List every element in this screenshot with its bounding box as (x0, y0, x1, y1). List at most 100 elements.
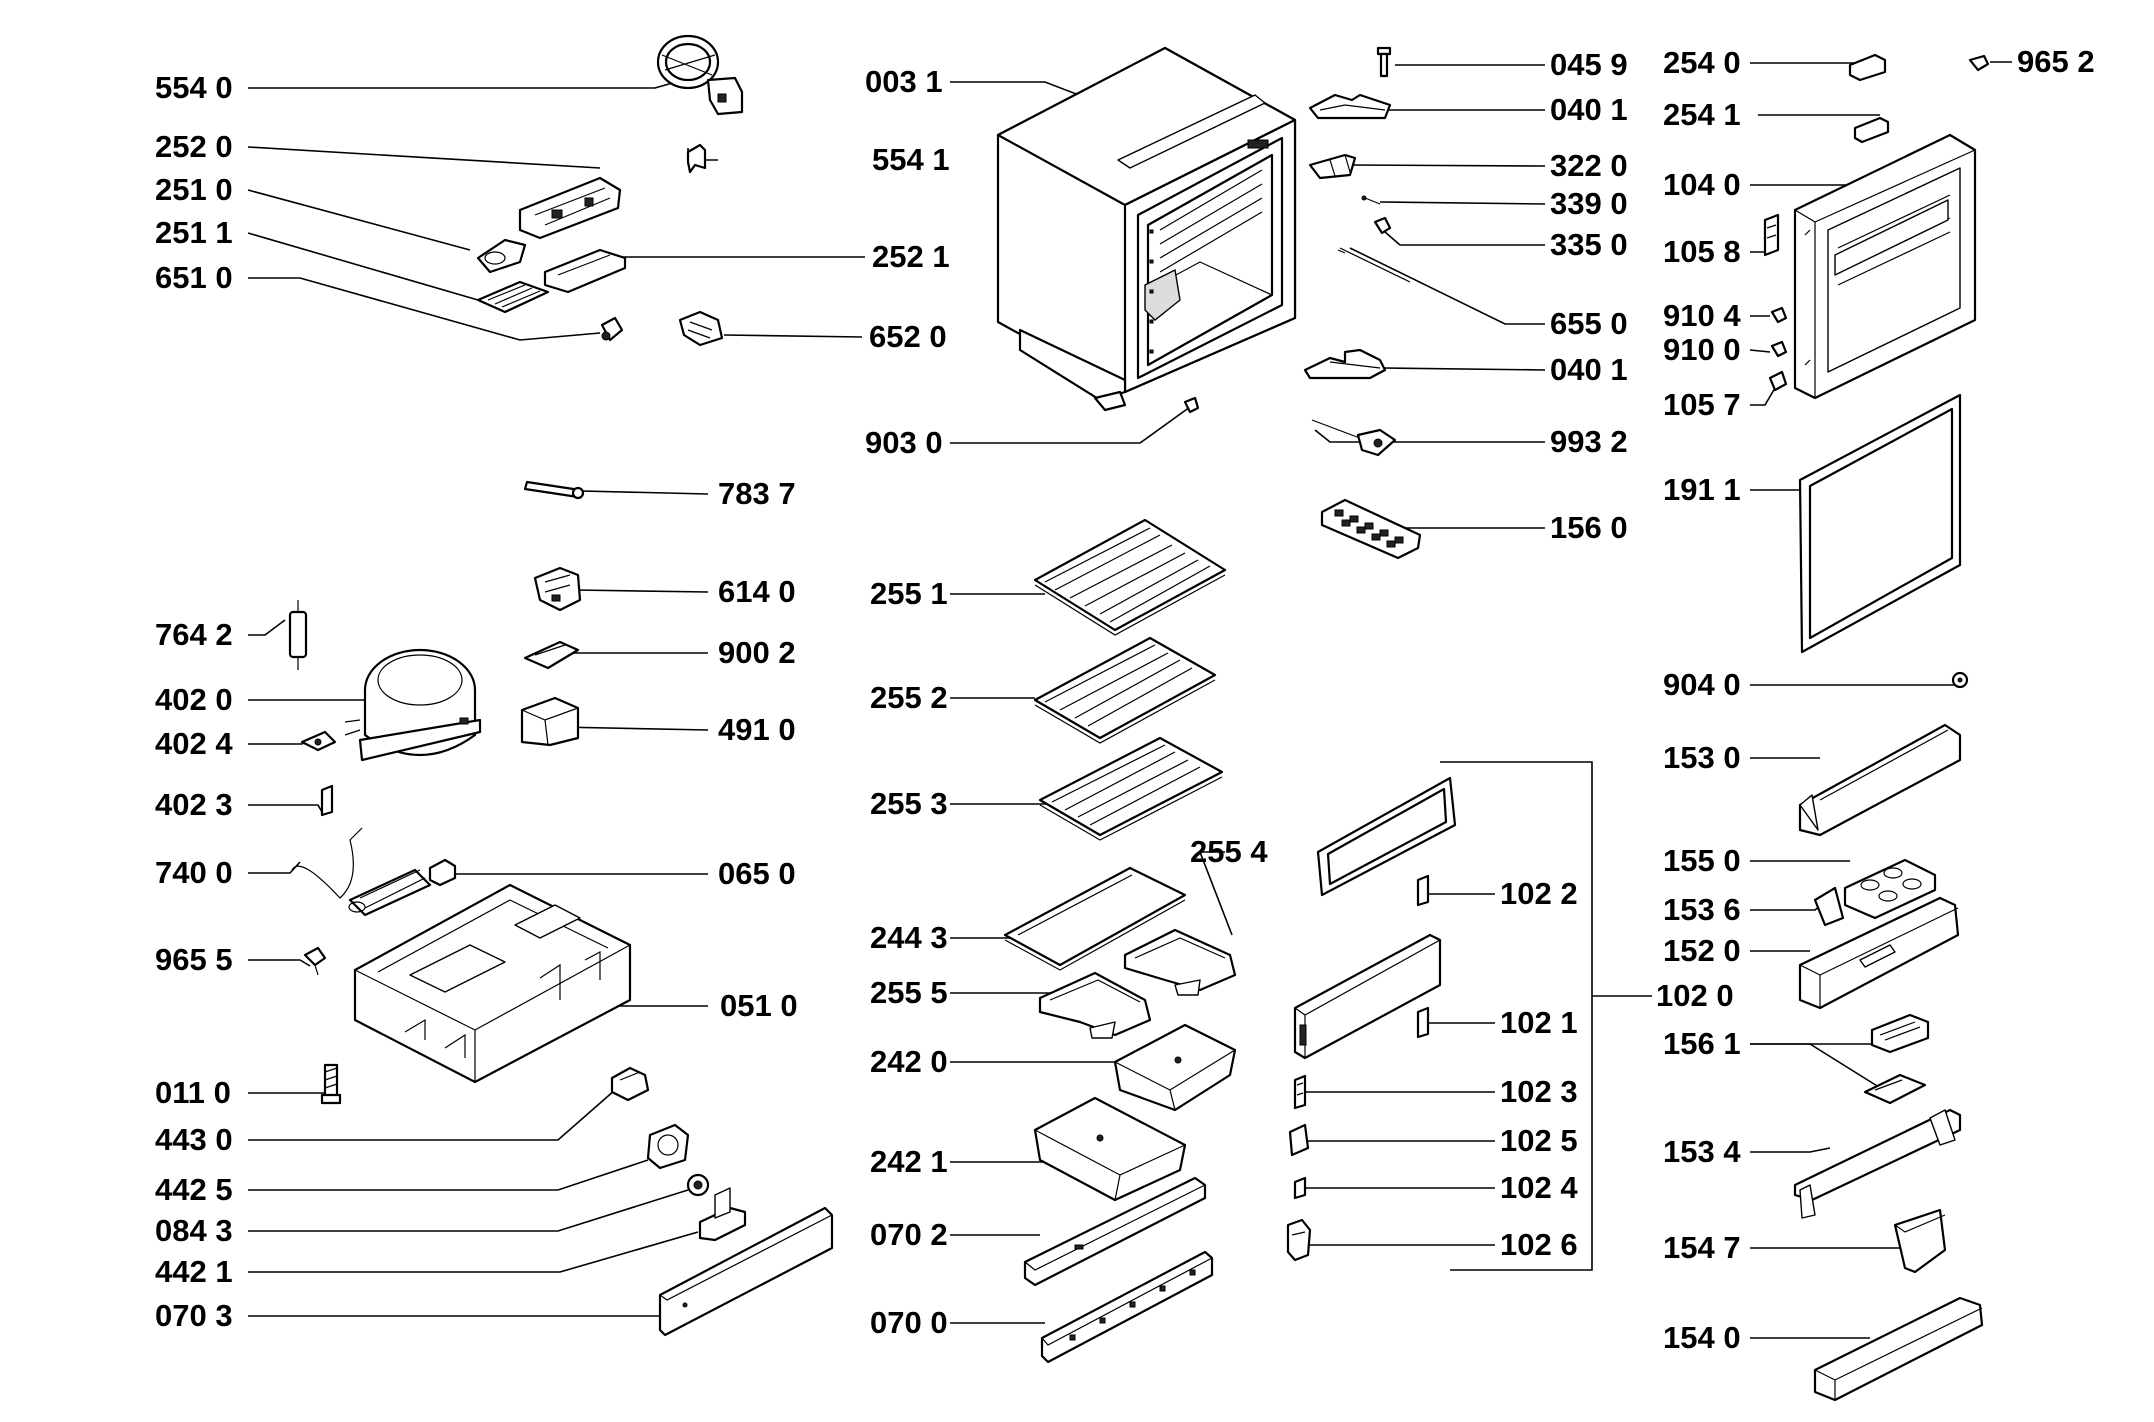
part-740-0 (291, 827, 432, 917)
part-base-051-0 (353, 883, 632, 1084)
part-cabinet (996, 46, 1297, 412)
label-102-1: 102 1 (1500, 1005, 1578, 1040)
part-252-0 (518, 176, 622, 240)
part-965-5 (303, 946, 327, 976)
part-910-4 (1770, 306, 1788, 324)
label-255-2: 255 2 (870, 680, 948, 715)
part-255-4 (1123, 928, 1237, 996)
part-443-0 (610, 1066, 650, 1102)
label-040-1-top: 040 1 (1550, 92, 1628, 127)
part-402-4 (300, 730, 337, 752)
part-102-2 (1416, 874, 1430, 907)
label-764-2: 764 2 (155, 617, 233, 652)
part-084-3 (686, 1173, 710, 1197)
label-252-1: 252 1 (872, 239, 950, 274)
part-040-1-top (1308, 93, 1392, 120)
part-045-9 (1376, 46, 1392, 78)
part-gasket-191-1 (1798, 393, 1962, 654)
label-153-6: 153 6 (1663, 892, 1741, 927)
leader-lines (247, 61, 2012, 1339)
label-254-1: 254 1 (1663, 97, 1741, 132)
part-070-2 (1023, 1176, 1207, 1287)
label-554-0: 554 0 (155, 70, 233, 105)
part-251-0 (476, 238, 527, 274)
part-322-0 (1308, 153, 1357, 180)
label-153-0: 153 0 (1663, 740, 1741, 775)
part-339-0 (1361, 195, 1381, 205)
part-040-1-bottom (1303, 348, 1387, 380)
part-door-104-0 (1793, 133, 1977, 400)
part-442-5 (646, 1123, 690, 1170)
part-105-8 (1763, 213, 1780, 257)
label-156-0: 156 0 (1550, 510, 1628, 545)
label-335-0: 335 0 (1550, 227, 1628, 262)
label-102-0: 102 0 (1656, 978, 1734, 1013)
label-105-8: 105 8 (1663, 234, 1741, 269)
part-102-6 (1286, 1218, 1312, 1262)
label-903-0: 903 0 (865, 425, 943, 460)
label-242-1: 242 1 (870, 1144, 948, 1179)
part-102-3 (1293, 1074, 1307, 1110)
part-065-0 (428, 858, 457, 887)
label-443-0: 443 0 (155, 1122, 233, 1157)
part-783-7 (523, 480, 585, 500)
label-614-0: 614 0 (718, 574, 796, 609)
part-993-2 (1311, 419, 1397, 457)
label-993-2: 993 2 (1550, 424, 1628, 459)
label-254-0: 254 0 (1663, 45, 1741, 80)
label-255-1: 255 1 (870, 576, 948, 611)
label-251-1: 251 1 (155, 215, 233, 250)
label-154-7: 154 7 (1663, 1230, 1741, 1265)
label-244-3: 244 3 (870, 920, 948, 955)
label-102-5: 102 5 (1500, 1123, 1578, 1158)
label-965-5: 965 5 (155, 942, 233, 977)
part-102-5 (1288, 1123, 1310, 1157)
label-102-3: 102 3 (1500, 1074, 1578, 1109)
part-156-0 (1320, 498, 1422, 560)
part-965-2 (1968, 54, 1990, 72)
part-252-1 (543, 248, 627, 294)
label-191-1: 191 1 (1663, 472, 1741, 507)
label-904-0: 904 0 (1663, 667, 1741, 702)
label-910-0: 910 0 (1663, 332, 1741, 367)
part-904-0 (1951, 671, 1969, 689)
label-011-0: 011 0 (155, 1075, 231, 1110)
part-154-7 (1893, 1208, 1947, 1274)
label-155-0: 155 0 (1663, 843, 1741, 878)
label-339-0: 339 0 (1550, 186, 1628, 221)
label-065-0: 065 0 (718, 856, 796, 891)
label-491-0: 491 0 (718, 712, 796, 747)
label-651-0: 651 0 (155, 260, 233, 295)
label-322-0: 322 0 (1550, 148, 1628, 183)
label-156-1: 156 1 (1663, 1026, 1741, 1061)
part-254-1 (1853, 116, 1890, 144)
part-244-3 (1003, 866, 1187, 971)
label-402-0: 402 0 (155, 682, 233, 717)
label-070-2: 070 2 (870, 1217, 948, 1252)
part-442-1 (698, 1187, 747, 1242)
label-045-9: 045 9 (1550, 47, 1628, 82)
part-070-0 (1040, 1250, 1214, 1364)
part-614-0 (533, 566, 582, 612)
label-152-0: 152 0 (1663, 933, 1741, 968)
label-252-0: 252 0 (155, 129, 233, 164)
part-764-2 (288, 600, 308, 670)
part-shelf-255-2 (1033, 636, 1217, 744)
label-655-0: 655 0 (1550, 306, 1628, 341)
part-651-0 (600, 316, 624, 342)
label-040-1-bottom: 040 1 (1550, 352, 1628, 387)
label-255-3: 255 3 (870, 786, 948, 821)
label-900-2: 900 2 (718, 635, 796, 670)
part-155-0 (1843, 858, 1937, 920)
label-783-7: 783 7 (718, 476, 796, 511)
part-102-4 (1293, 1176, 1307, 1200)
part-labels: 554 0 252 0 251 0 251 1 651 0 764 2 402 … (155, 44, 2095, 1355)
label-652-0: 652 0 (869, 319, 947, 354)
label-255-5: 255 5 (870, 975, 948, 1010)
part-254-0 (1848, 53, 1887, 82)
part-shelf-255-3 (1038, 736, 1224, 841)
part-655-0 (1337, 247, 1411, 283)
part-152-0 (1798, 896, 1960, 1010)
label-965-2: 965 2 (2017, 44, 2095, 79)
